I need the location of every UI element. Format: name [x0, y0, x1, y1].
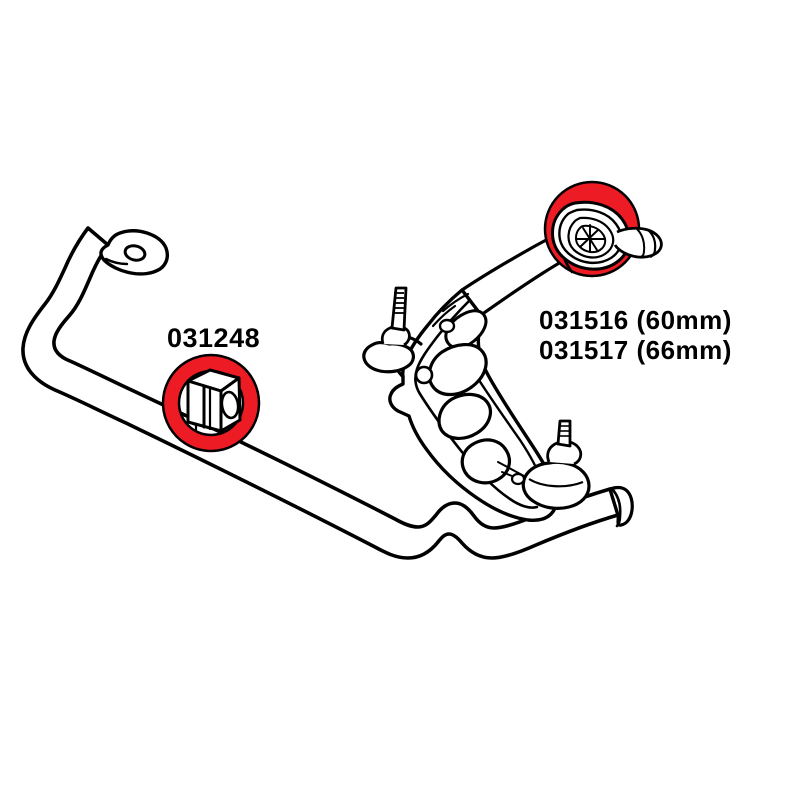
control-arm-graphic [362, 232, 591, 522]
bushing-spokes [575, 224, 606, 253]
sway-bar-tab-hole [123, 244, 147, 262]
control-arm-lightening-hole-3 [437, 392, 492, 440]
lower-ball-joint-stud [556, 419, 572, 448]
control-arm-upper-rib [441, 292, 470, 313]
control-arm-upper-rib-2 [431, 304, 457, 328]
sway-bar-tab-crease [104, 257, 129, 266]
sway-bar-right-tip-edge [611, 488, 622, 528]
control-arm-small-hole-2 [438, 318, 456, 334]
label-sway-bar-bushing-part-number: 031248 [167, 323, 261, 353]
label-control-arm-bushing-line2: 031517 (66mm) [539, 335, 732, 365]
control-arm-small-hole-1 [414, 365, 434, 385]
control-arm-rivet-hole [510, 472, 526, 486]
control-arm-inner-web [414, 298, 539, 509]
sway-bar-bushing-graphic [186, 368, 242, 433]
bushing-cube-bore [220, 390, 240, 420]
bushing-to-arm-neck [562, 256, 574, 274]
outer-ball-joint-threads [393, 292, 404, 314]
outer-ball-joint-stud [390, 286, 408, 332]
control-arm-lightening-hole-1 [444, 309, 488, 350]
lower-ball-joint-threads [559, 425, 570, 437]
lower-ball-joint-collar [528, 478, 584, 488]
outer-ball-joint-housing [362, 341, 415, 374]
label-control-arm-bushing-part-numbers: 031516 (60mm) 031517 (66mm) [539, 305, 732, 365]
bushing-cube-bottom-edge [187, 420, 198, 431]
control-arm-lightening-hole-4 [460, 438, 511, 485]
bushing-shoulder [613, 226, 663, 259]
label-control-arm-bushing-line1: 031516 (60mm) [539, 305, 732, 335]
control-arm-bushing-graphic [551, 200, 663, 274]
bushing-shoulder-cap [647, 229, 657, 259]
bushing-shoulder-cap-2 [636, 228, 646, 258]
sway-bar-graphic [21, 226, 634, 560]
